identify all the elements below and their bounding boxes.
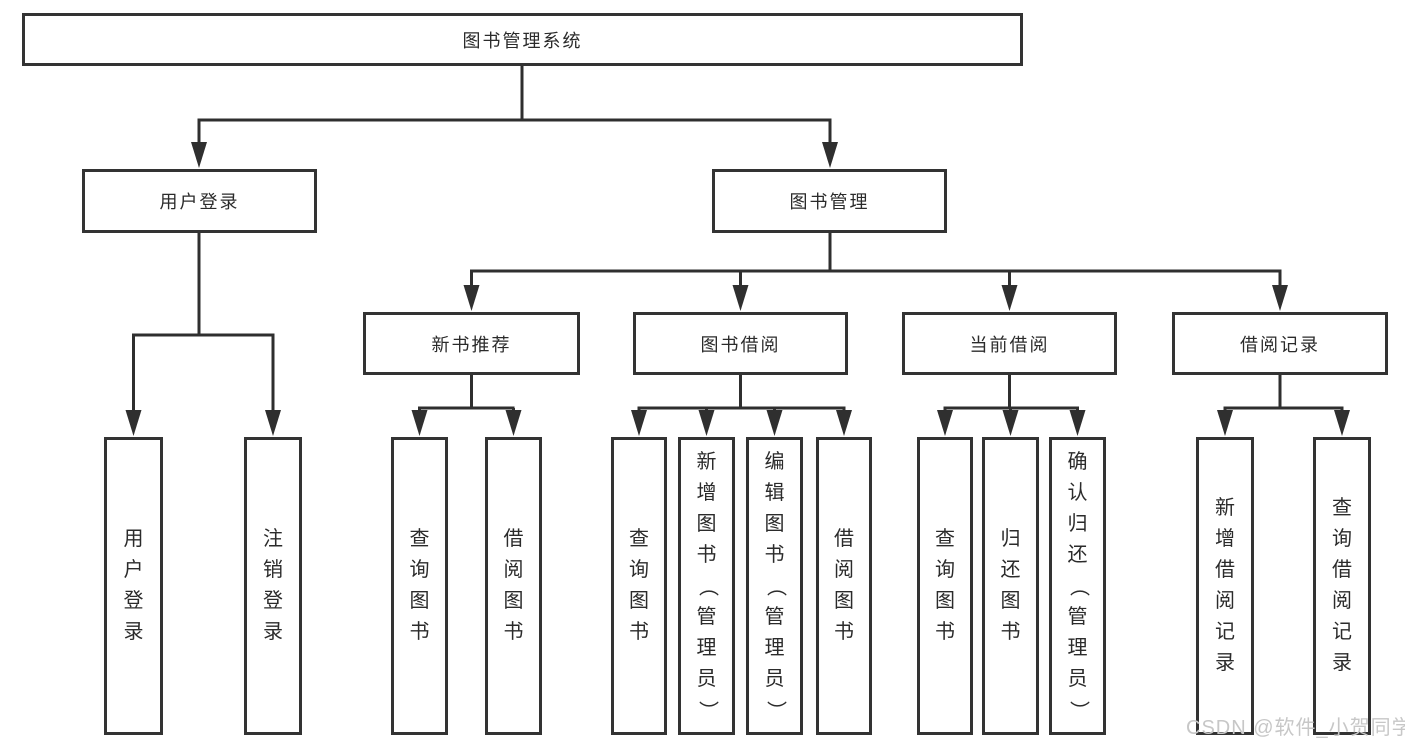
- node-book-borrow-label: 图书借阅: [700, 334, 781, 355]
- leaf-logout-label: 注销登录: [263, 528, 283, 643]
- leaf-query-books-current-label: 查询图书: [935, 528, 955, 643]
- leaf-logout: 注销登录: [244, 437, 302, 735]
- csdn-watermark: CSDN @软件_小贺同学: [1186, 717, 1405, 739]
- node-book-borrow: 图书借阅: [633, 312, 848, 375]
- node-current-borrow-label: 当前借阅: [969, 334, 1050, 355]
- arrowheads: [125, 142, 1350, 436]
- leaf-borrow-books-newbook: 借阅图书: [485, 437, 542, 735]
- node-root-label: 图书管理系统: [462, 30, 583, 51]
- leaf-edit-book-admin-label: 编辑图书（管理员）: [764, 450, 786, 721]
- node-book-management: 图书管理: [712, 169, 947, 233]
- node-user-login: 用户登录: [82, 169, 317, 233]
- leaf-query-books-current: 查询图书: [917, 437, 973, 735]
- node-user-login-label: 用户登录: [159, 192, 240, 212]
- leaf-confirm-return-admin-label: 确认归还（管理员）: [1067, 450, 1089, 721]
- leaf-add-book-admin-label: 新增图书（管理员）: [696, 450, 718, 721]
- node-current-borrow: 当前借阅: [902, 312, 1117, 375]
- node-root: 图书管理系统: [22, 13, 1023, 66]
- leaf-confirm-return-admin: 确认归还（管理员）: [1049, 437, 1106, 735]
- leaf-query-books-newbook-label: 查询图书: [409, 528, 430, 643]
- leaf-borrow-books-newbook-label: 借阅图书: [503, 528, 524, 643]
- leaf-query-books-borrow-label: 查询图书: [629, 528, 649, 643]
- node-book-management-label: 图书管理: [789, 192, 870, 212]
- leaf-user-login-label: 用户登录: [123, 528, 144, 643]
- leaf-add-borrow-record: 新增借阅记录: [1196, 437, 1254, 735]
- leaf-edit-book-admin: 编辑图书（管理员）: [746, 437, 803, 735]
- leaf-query-books-borrow: 查询图书: [611, 437, 667, 735]
- node-new-book-recommend: 新书推荐: [363, 312, 580, 375]
- node-borrow-records: 借阅记录: [1172, 312, 1388, 375]
- leaf-return-books: 归还图书: [982, 437, 1039, 735]
- leaf-add-book-admin: 新增图书（管理员）: [678, 437, 735, 735]
- leaf-borrow-books-borrow-label: 借阅图书: [834, 528, 854, 643]
- leaf-query-books-newbook: 查询图书: [391, 437, 448, 735]
- leaf-query-borrow-record-label: 查询借阅记录: [1332, 497, 1352, 674]
- leaf-return-books-label: 归还图书: [1000, 528, 1021, 643]
- node-new-book-recommend-label: 新书推荐: [431, 334, 512, 355]
- node-borrow-records-label: 借阅记录: [1240, 334, 1320, 355]
- leaf-query-borrow-record: 查询借阅记录: [1313, 437, 1371, 735]
- leaf-user-login: 用户登录: [104, 437, 163, 735]
- leaf-add-borrow-record-label: 新增借阅记录: [1215, 497, 1235, 674]
- leaf-borrow-books-borrow: 借阅图书: [816, 437, 872, 735]
